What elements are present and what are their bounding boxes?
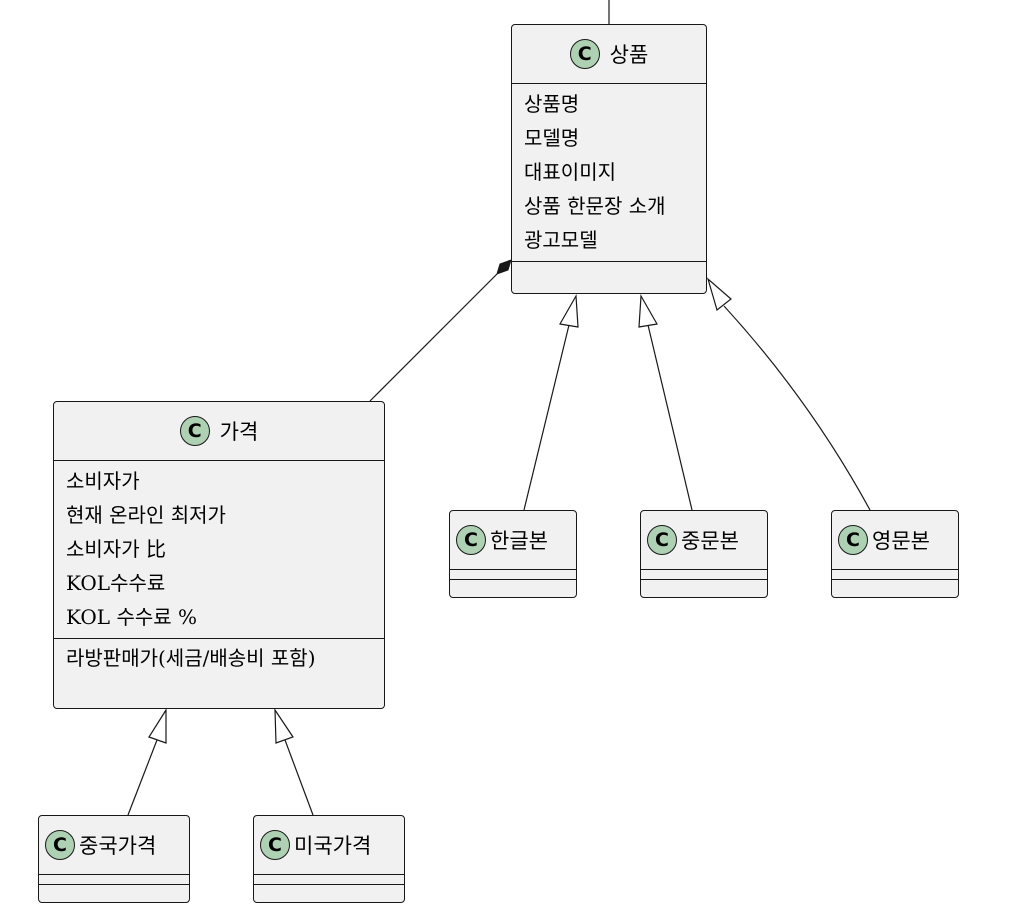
inheritance-arrow-chinese: [638, 293, 658, 328]
class-product[interactable]: C 상품 상품명 모델명 대표이미지 상품 한문장 소개 광고모델: [511, 24, 707, 294]
class-header: C 중문본: [641, 511, 767, 569]
separator: [512, 83, 706, 84]
inheritance-edge-korean: [523, 324, 570, 511]
class-name: 한글본: [490, 529, 548, 553]
separator: [39, 884, 189, 885]
method-list: 라방판매가(세금/배송비 포함): [54, 639, 384, 679]
empty-fields: [832, 570, 958, 579]
class-name: 중문본: [681, 529, 739, 553]
field: 광고모델: [524, 228, 598, 252]
inheritance-edge-english: [723, 305, 871, 511]
empty-fields: [450, 570, 576, 579]
class-badge-icon: C: [179, 416, 210, 446]
class-name: 상품: [609, 43, 649, 67]
method: 라방판매가(세금/배송비 포함): [66, 646, 316, 670]
inheritance-edge-us-price: [284, 739, 314, 816]
empty-fields: [641, 570, 767, 579]
class-korean[interactable]: C 한글본: [449, 510, 577, 598]
class-header: C 미국가격: [254, 816, 404, 874]
separator: [54, 460, 384, 461]
class-badge-icon: C: [456, 525, 486, 555]
empty-fields: [254, 875, 404, 884]
class-china-price[interactable]: C 중국가격: [38, 815, 190, 903]
class-header: C 상품: [512, 25, 706, 83]
field-list: 소비자가 현재 온라인 최저가 소비자가 比 KOL수수료 KOL 수수료 %: [54, 461, 384, 638]
class-name: 중국가격: [79, 834, 157, 858]
inheritance-edge-chinese: [647, 324, 693, 511]
class-badge-icon: C: [45, 830, 75, 860]
separator: [254, 874, 404, 875]
class-name: 영문본: [872, 529, 930, 553]
field: 소비자가: [66, 469, 140, 493]
composition-edge-price-product: [369, 273, 498, 402]
inheritance-arrow-english: [706, 277, 732, 312]
class-chinese[interactable]: C 중문본: [640, 510, 768, 598]
field: KOL 수수료 %: [66, 605, 198, 629]
field: 상품 한문장 소개: [524, 194, 666, 218]
field: 소비자가 比: [66, 537, 166, 561]
separator: [832, 579, 958, 580]
field-list: 상품명 모델명 대표이미지 상품 한문장 소개 광고모델: [512, 84, 706, 261]
separator: [512, 261, 706, 262]
class-name: 미국가격: [294, 834, 372, 858]
separator: [641, 579, 767, 580]
field: 모델명: [524, 126, 580, 150]
composition-diamond: [496, 259, 512, 275]
inheritance-edge-china-price: [127, 739, 158, 816]
field: 상품명: [524, 92, 580, 116]
class-badge-icon: C: [260, 830, 290, 860]
class-badge-icon: C: [647, 525, 677, 555]
class-badge-icon: C: [838, 525, 868, 555]
class-header: C 가격: [54, 402, 384, 460]
class-price[interactable]: C 가격 소비자가 현재 온라인 최저가 소비자가 比 KOL수수료 KOL 수…: [53, 401, 385, 709]
class-header: C 중국가격: [39, 816, 189, 874]
class-badge-icon: C: [569, 39, 600, 69]
inheritance-arrow-us-price: [274, 707, 294, 744]
class-name: 가격: [219, 420, 259, 444]
separator: [254, 884, 404, 885]
inheritance-arrow-china-price: [148, 707, 167, 744]
separator: [832, 569, 958, 570]
class-header: C 영문본: [832, 511, 958, 569]
class-header: C 한글본: [450, 511, 576, 569]
empty-fields: [39, 875, 189, 884]
separator: [54, 638, 384, 639]
class-english[interactable]: C 영문본: [831, 510, 959, 598]
class-us-price[interactable]: C 미국가격: [253, 815, 405, 903]
separator: [641, 569, 767, 570]
separator: [39, 874, 189, 875]
field: 현재 온라인 최저가: [66, 503, 226, 527]
inheritance-arrow-korean: [559, 293, 579, 328]
field: 대표이미지: [524, 160, 616, 184]
separator: [450, 579, 576, 580]
field: KOL수수료: [66, 571, 166, 595]
separator: [450, 569, 576, 570]
